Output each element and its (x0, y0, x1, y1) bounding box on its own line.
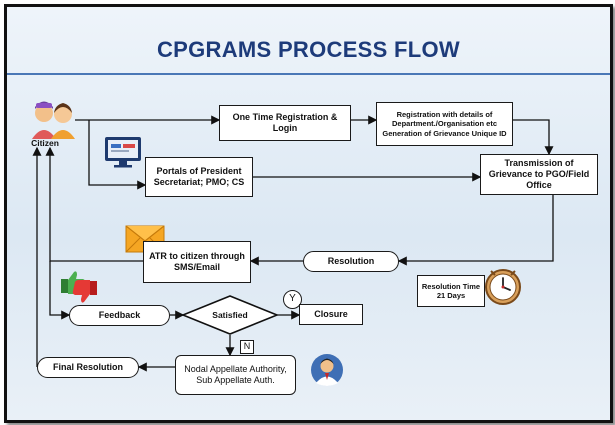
resolution-pill: Resolution (303, 251, 399, 272)
edge-transmission-resolution (397, 195, 554, 266)
portals-box: Portals of President Secretariat; PMO; C… (145, 157, 253, 197)
flow-connectors (32, 115, 554, 372)
atr-box: ATR to citizen through SMS/Email (143, 241, 251, 283)
edge-into-feedback (49, 261, 71, 320)
satisfied-label: Satisfied (212, 310, 248, 320)
no-marker: N (240, 340, 254, 354)
registration-box: One Time Registration & Login (219, 105, 351, 141)
yes-marker: Y (283, 290, 302, 309)
closure-box: Closure (299, 304, 363, 325)
title-divider (7, 73, 610, 75)
final-resolution-pill: Final Resolution (37, 357, 139, 378)
people-icon (32, 101, 75, 139)
edge-details-transmission (513, 119, 554, 156)
diagram-canvas: CPGRAMS PROCESS FLOW (4, 4, 613, 423)
feedback-pill: Feedback (69, 305, 170, 326)
appellate-authority-box: Nodal Appellate Authority, Sub Appellate… (175, 355, 296, 395)
clock-icon (485, 269, 521, 305)
thumbs-up-down-icon (61, 271, 97, 303)
resolution-time-box: Resolution Time 21 Days (417, 275, 485, 307)
edge-citizen-portals (88, 120, 147, 190)
satisfied-diamond (180, 295, 280, 335)
citizen-label: Citizen (31, 138, 59, 148)
page-title: CPGRAMS PROCESS FLOW (156, 37, 460, 62)
transmission-box: Transmission of Grievance to PGO/Field O… (480, 154, 598, 195)
registration-details-box: Registration with details of Department.… (376, 102, 513, 146)
officer-avatar-icon (311, 354, 343, 386)
computer-monitor-icon (105, 137, 141, 168)
